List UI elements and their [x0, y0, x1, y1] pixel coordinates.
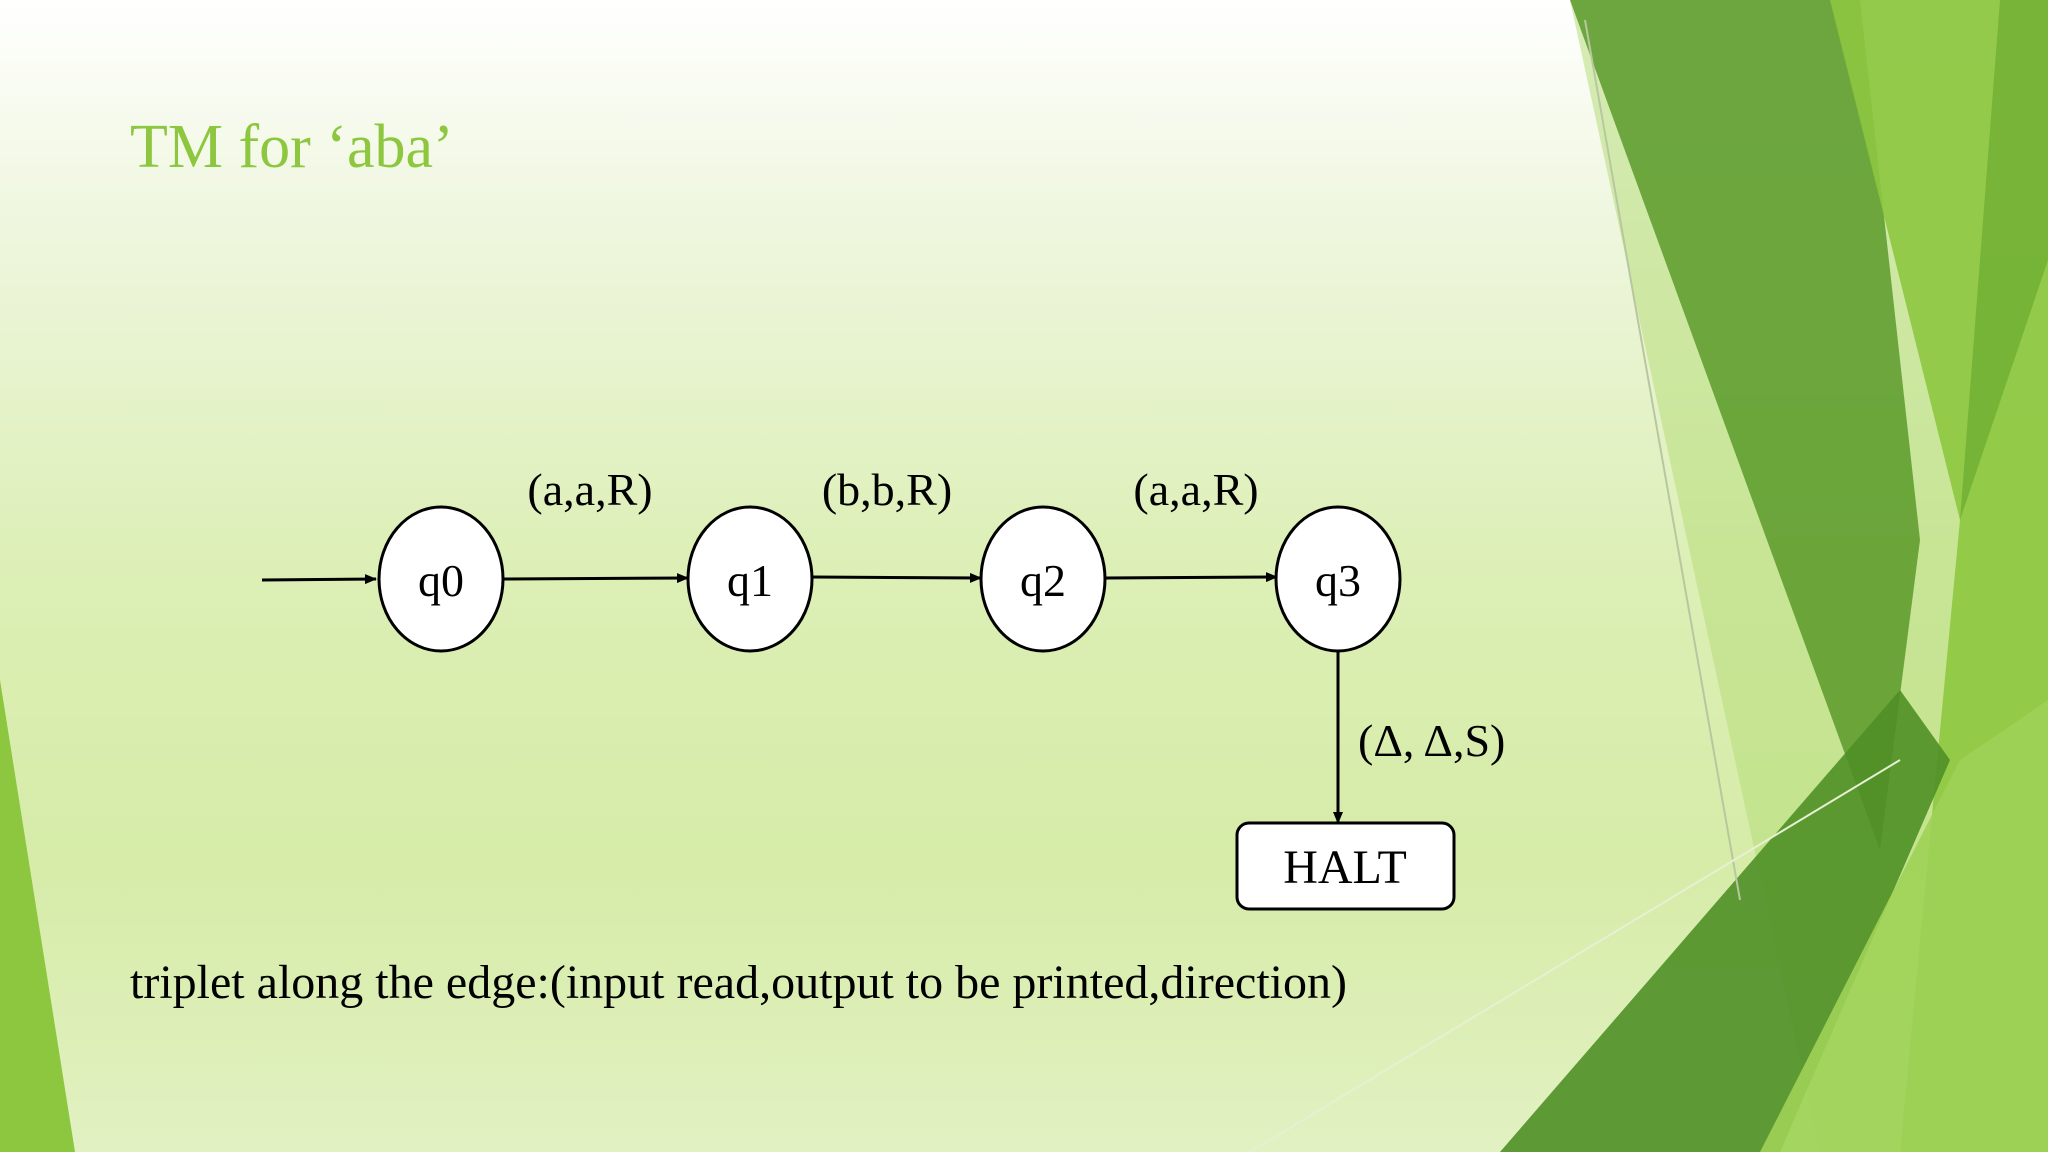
right-dark-panel	[1570, 0, 1920, 850]
state-q2: q2	[979, 505, 1107, 653]
state-q3-label: q3	[1315, 555, 1361, 606]
edge-label-q2-q3: (a,a,R)	[1133, 464, 1258, 515]
halt-label: HALT	[1283, 841, 1407, 894]
edge-label-q0-q1: (a,a,R)	[527, 464, 652, 515]
halt-box: HALT	[1235, 821, 1456, 911]
thin-diagonal-line-2	[1249, 759, 1901, 1152]
state-q0: q0	[377, 505, 505, 653]
bottom-right-light-panel	[1760, 700, 2048, 1152]
slide-title: TM for ‘aba’	[130, 113, 454, 181]
state-q1-label: q1	[727, 555, 773, 606]
edge-label-q3-halt: (Δ, Δ,S)	[1358, 715, 1505, 766]
edge-q2-q3	[1105, 572, 1278, 583]
left-green-shape	[0, 680, 75, 1152]
caption-text: triplet along the edge:(input read,outpu…	[130, 956, 1347, 1009]
state-q0-label: q0	[418, 555, 464, 606]
edge-q1-q2	[812, 572, 982, 583]
edge-label-q1-q2: (b,b,R)	[822, 464, 952, 515]
edge-q0-q1	[502, 573, 689, 584]
state-q3: q3	[1274, 505, 1402, 653]
bottom-right-dark-panel	[1500, 690, 1950, 1152]
state-q1: q1	[686, 505, 814, 653]
start-arrow	[261, 574, 377, 585]
state-q2-label: q2	[1020, 555, 1066, 606]
thin-diagonal-line	[1584, 19, 1741, 901]
right-dark-stripe	[1960, 0, 2048, 520]
